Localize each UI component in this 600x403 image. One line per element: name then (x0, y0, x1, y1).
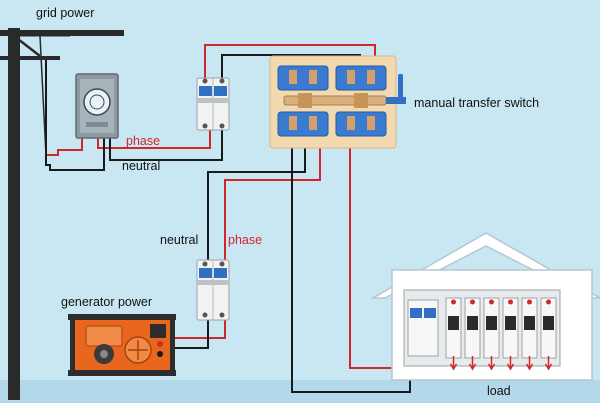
generator-breaker-handle-right (214, 268, 227, 278)
phase-label-top: phase (126, 134, 160, 148)
grid-breaker-handle-right (214, 86, 227, 96)
branch-breaker-handle (543, 316, 554, 330)
neutral-label-mid: neutral (160, 233, 198, 247)
branch-breaker-handle (524, 316, 535, 330)
branch-breaker-handle (448, 316, 459, 330)
house (370, 232, 600, 381)
branch-breakers (445, 297, 557, 371)
branch-circuit-arrow (525, 356, 534, 371)
branch-breaker-terminal-top (546, 299, 551, 305)
generator-power-label: generator power (61, 295, 152, 309)
branch-circuit-arrow (506, 356, 515, 371)
branch-breaker-handle (486, 316, 497, 330)
phase-label-mid: phase (228, 233, 262, 247)
generator-breaker-handle-left (199, 268, 212, 278)
branch-circuit-arrow (468, 356, 477, 371)
generator-breaker (196, 259, 230, 321)
neutral-label-top: neutral (122, 159, 160, 173)
transfer-switch-lever (386, 97, 406, 104)
grid-breaker-handle-left (199, 86, 212, 96)
load-main-breaker-handle-left (410, 308, 422, 318)
grid-breaker (196, 77, 230, 131)
utility-pole (0, 28, 124, 400)
branch-breaker-terminal-top (451, 299, 456, 305)
branch-breaker-handle (505, 316, 516, 330)
branch-breaker-terminal-top (508, 299, 513, 305)
branch-breaker-terminal-top (527, 299, 532, 305)
generator (68, 314, 176, 376)
electric-meter (75, 73, 119, 139)
branch-breaker-terminal-top (489, 299, 494, 305)
branch-breaker-handle (467, 316, 478, 330)
manual-transfer-switch-label: manual transfer switch (414, 96, 539, 110)
grid-power-label: grid power (36, 6, 94, 20)
load-label: load (487, 384, 511, 398)
branch-circuit-arrow (449, 356, 458, 371)
load-main-breaker-handle-right (424, 308, 436, 318)
branch-circuit-arrow (487, 356, 496, 371)
branch-circuit-arrow (544, 356, 553, 371)
manual-transfer-switch (269, 55, 406, 149)
branch-breaker-terminal-top (470, 299, 475, 305)
